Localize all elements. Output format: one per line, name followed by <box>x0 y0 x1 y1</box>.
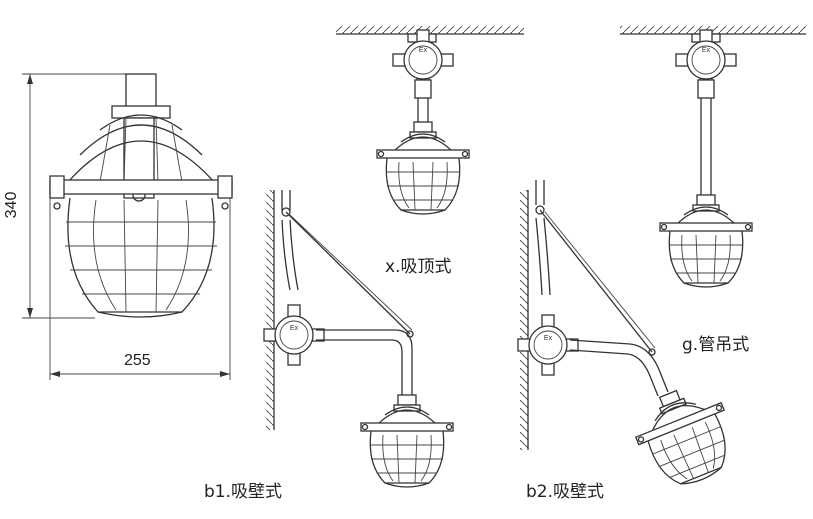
ex-mark-wall-1: Ex <box>290 325 299 332</box>
main-lamp <box>22 73 233 380</box>
width-dimension: 255 <box>124 352 151 369</box>
label-wall-mount-2: b2.吸壁式 <box>526 482 605 502</box>
label-pendant-mount: g.管吊式 <box>682 335 750 355</box>
pendant-pipe-lamp <box>620 26 806 288</box>
ex-mark-ceiling: Ex <box>419 47 428 54</box>
label-ceiling-mount: x.吸顶式 <box>385 257 452 277</box>
ex-mark-wall-2: Ex <box>544 335 553 342</box>
label-wall-mount-1: b1.吸壁式 <box>204 482 283 502</box>
ceiling-mount-lamp <box>336 26 524 215</box>
wall-mount-lamp-2 <box>517 180 746 498</box>
height-dimension: 340 <box>3 192 20 219</box>
ex-mark-pendant: Ex <box>702 47 711 54</box>
wall-mount-lamp-1 <box>263 190 454 488</box>
